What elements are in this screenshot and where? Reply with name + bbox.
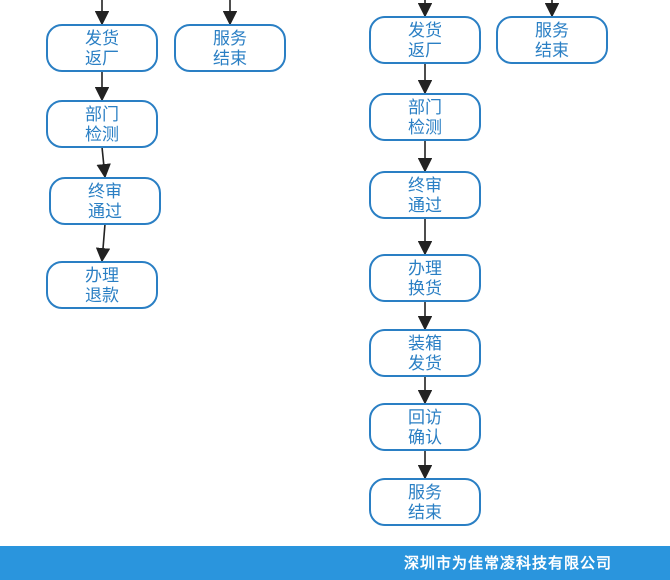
flow-node-label: 终审 [88,182,122,202]
flow-node-label: 办理 [408,259,442,279]
flow-node-label: 终审 [408,176,442,196]
flow-node-box [369,403,481,451]
flow-node-label: 服务 [408,483,442,503]
flow-node-box [369,329,481,377]
flow-node-box [369,93,481,141]
flow-node-label: 办理 [85,266,119,286]
flow-arrow [95,223,111,263]
flow-node-label: 结束 [535,41,569,61]
flow-node-box [46,24,158,72]
flow-node-label: 通过 [88,202,122,222]
flow-node-label: 装箱 [408,334,442,354]
flow-node-label: 检测 [408,118,442,138]
flow-node-box [369,171,481,219]
company-name: 深圳市为佳常凌科技有限公司 [403,554,612,572]
flow-node-box [46,100,158,148]
flow-node-label: 返厂 [408,41,442,61]
flow-node-label: 结束 [408,503,442,523]
flow-node-label: 通过 [408,196,442,216]
flow-node-label: 部门 [85,105,119,125]
flow-node-label: 确认 [408,428,442,448]
flow-node-label: 回访 [408,408,442,428]
flow-node-label: 服务 [535,21,569,41]
flow-node-label: 发货 [85,29,119,49]
flow-node-box [49,177,161,225]
flow-node-label: 返厂 [85,49,119,69]
flow-node-box [496,16,608,64]
flow-node-label: 退款 [85,286,119,306]
flow-node-label: 检测 [85,125,119,145]
flow-node-label: 换货 [408,279,442,299]
flow-arrow [96,146,111,179]
flow-node-box [369,16,481,64]
flowchart: 发货返厂服务结束部门检测终审通过办理退款发货返厂服务结束部门检测终审通过办理换货… [46,0,608,526]
footer-bar: 深圳市为佳常凌科技有限公司 [0,546,670,580]
flow-node-box [174,24,286,72]
flow-node-box [46,261,158,309]
flow-node-label: 发货 [408,354,442,374]
flow-node-box [369,254,481,302]
flow-node-label: 发货 [408,21,442,41]
flow-nodes: 发货返厂服务结束部门检测终审通过办理退款发货返厂服务结束部门检测终审通过办理换货… [46,16,608,526]
flow-node-label: 结束 [213,49,247,69]
flow-node-label: 服务 [213,29,247,49]
flow-node-box [369,478,481,526]
flow-arrows [94,0,560,480]
flow-node-label: 部门 [408,98,442,118]
